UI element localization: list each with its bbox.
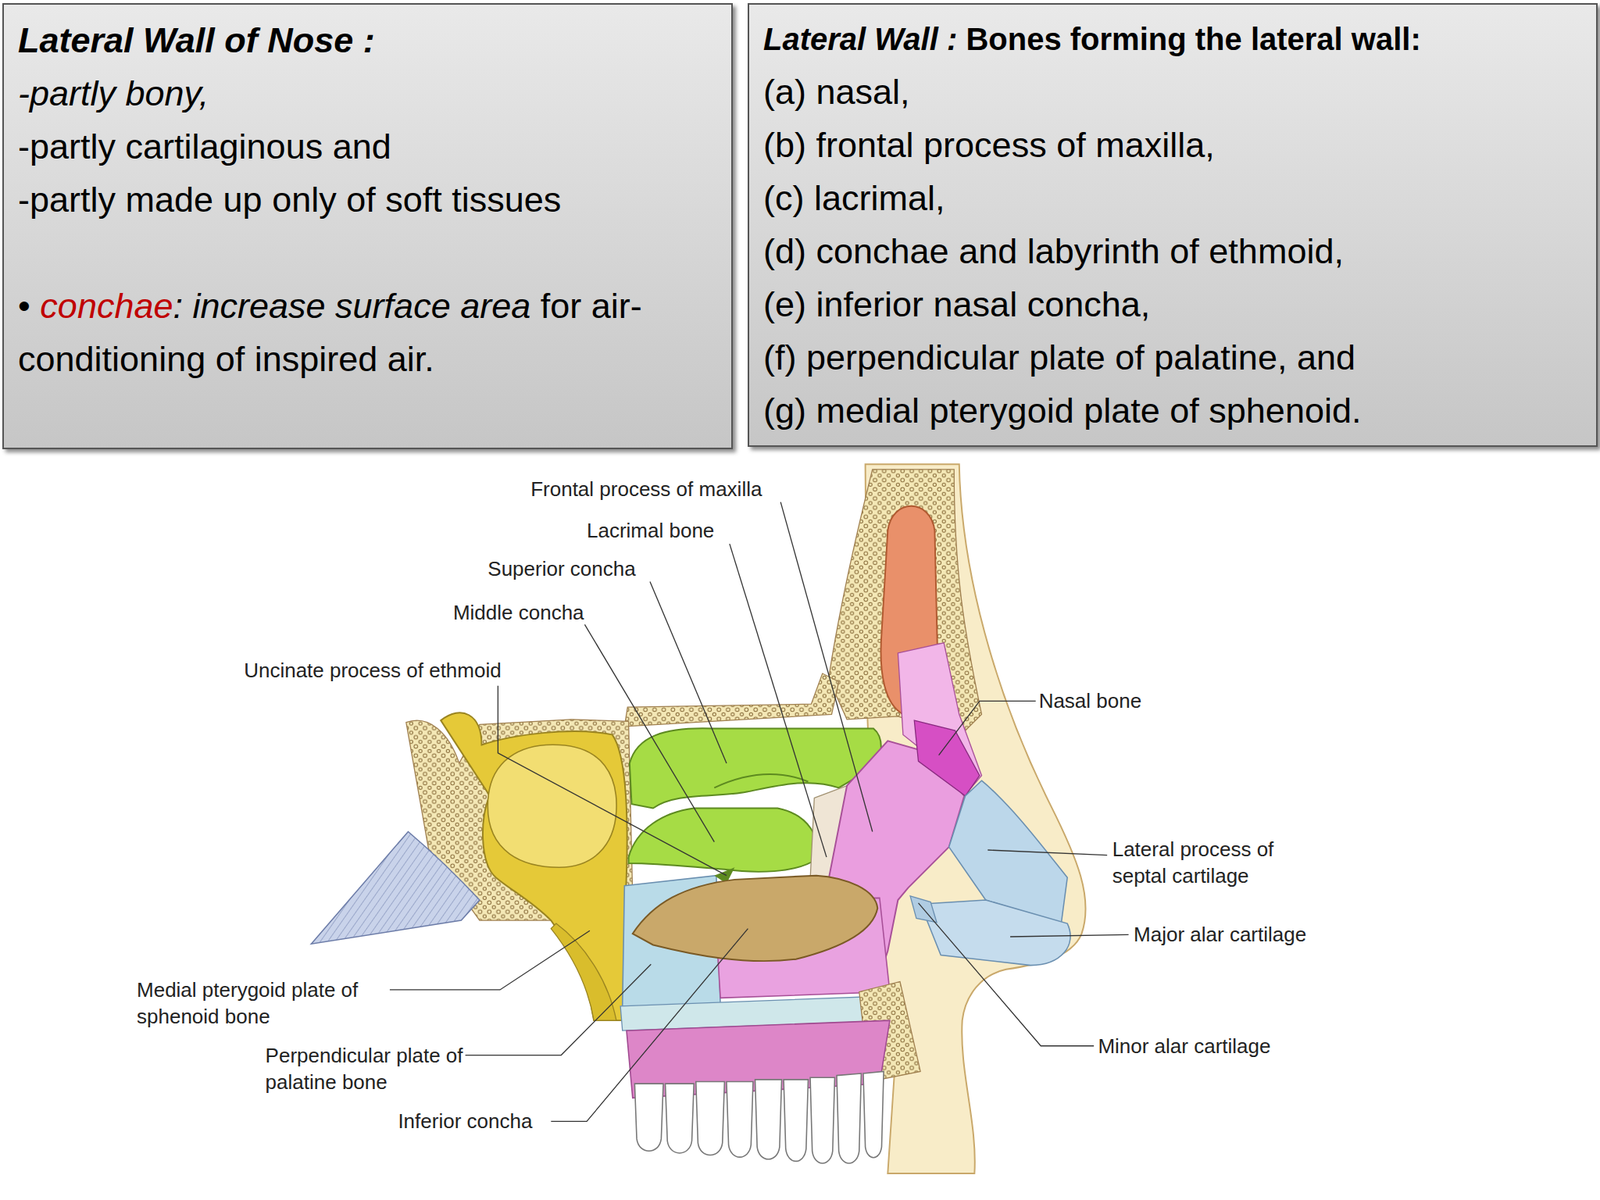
inferior-concha — [632, 875, 878, 961]
list-item: (g) medial pterygoid plate of sphenoid. — [763, 390, 1361, 431]
nasal-bone — [914, 720, 980, 797]
list-item: (a) nasal, — [763, 71, 911, 112]
part-label: Perpendicular plate of palatine bone — [265, 1042, 473, 1096]
text-line: (d) conchae and labyrinth of ethmoid, — [763, 225, 1583, 279]
nasal-cartilages — [910, 780, 1071, 965]
teeth — [755, 1079, 783, 1160]
text-line: (e) inferior nasal concha, — [763, 278, 1583, 332]
sphenoid-bone — [310, 831, 480, 944]
heading-text: Lateral Wall : — [763, 21, 958, 57]
part-label: Middle concha — [453, 599, 585, 626]
part-label: Medial pterygoid plate of sphenoid bone — [136, 976, 395, 1030]
part-label: Major alar cartilage — [1133, 921, 1307, 948]
list-item: (b) frontal process of maxilla, — [763, 125, 1215, 165]
teeth — [726, 1081, 754, 1158]
text-line: (a) nasal, — [763, 65, 1583, 119]
part-label: Lacrimal bone — [586, 517, 715, 544]
part-label: Frontal process of maxilla — [530, 475, 762, 503]
list-item: (c) lacrimal, — [763, 178, 946, 218]
nasal-bone — [897, 642, 982, 797]
text-line: -partly made up only of soft tissues — [17, 173, 718, 227]
teeth — [836, 1073, 861, 1164]
leader-line — [987, 850, 1108, 856]
list-item: (e) inferior nasal concha, — [763, 284, 1150, 325]
body-text: -partly bony, — [17, 73, 209, 114]
text-line: •conchae: increase surface areafor air-c… — [17, 279, 718, 386]
text-panel: Lateral Wall :Bones forming the lateral … — [747, 3, 1598, 447]
cribriform-plate — [624, 673, 839, 727]
list-item: (f) perpendicular plate of palatine, and — [763, 337, 1356, 378]
text-line: Lateral Wall :Bones forming the lateral … — [763, 12, 1583, 66]
body-text: -partly cartilaginous and — [17, 126, 392, 167]
highlight-term: conchae — [39, 285, 173, 326]
leader-line — [729, 543, 827, 858]
teeth — [634, 1083, 664, 1151]
teeth — [696, 1081, 725, 1155]
teeth — [783, 1079, 808, 1161]
text-line: (g) medial pterygoid plate of sphenoid. — [763, 384, 1583, 438]
body-text: : increase surface area — [173, 285, 532, 326]
leader-line — [939, 700, 1036, 755]
text-line: (f) perpendicular plate of palatine, and — [763, 331, 1583, 385]
nasal-bone — [897, 642, 982, 797]
teeth — [634, 1071, 884, 1164]
bullet-mark: • — [17, 285, 31, 326]
teeth — [665, 1083, 695, 1154]
heading-text: Lateral Wall of Nose : — [17, 20, 375, 61]
leader-line — [465, 964, 652, 1055]
sphenoid-bone — [440, 712, 627, 1021]
part-label: Lateral process of septal cartilage — [1112, 835, 1308, 890]
text-line: Lateral Wall of Nose : — [17, 14, 718, 68]
part-label: Inferior concha — [397, 1107, 533, 1135]
sphenoid-bone — [550, 923, 617, 1021]
cribriform-plate — [624, 673, 839, 727]
inferior-concha — [632, 875, 878, 961]
part-label: Minor alar cartilage — [1097, 1032, 1271, 1060]
part-label: Nasal bone — [1039, 687, 1143, 715]
leader-line — [389, 502, 1129, 1122]
text-panel: Lateral Wall of Nose : -partly bony, -part… — [2, 3, 733, 450]
teeth — [810, 1077, 835, 1164]
leader-line — [550, 928, 748, 1122]
body-text: -partly made up only of soft tissues — [17, 179, 561, 220]
leader-line — [1010, 934, 1129, 937]
leader-line — [780, 502, 873, 833]
text-line: -partly cartilaginous and — [17, 120, 718, 174]
leader-line — [389, 930, 590, 990]
leader-line — [497, 685, 727, 876]
teeth — [863, 1071, 884, 1158]
part-label: Superior concha — [487, 555, 636, 583]
ethmoid-conchae — [628, 807, 818, 872]
text-line: (c) lacrimal, — [763, 171, 1583, 225]
text-line: -partly bony, — [17, 67, 718, 121]
leader-line — [650, 581, 727, 763]
leader-line — [918, 903, 1095, 1047]
sphenoid-bone — [310, 712, 633, 1021]
text-line: (b) frontal process of maxilla, — [763, 118, 1583, 172]
heading-text: Bones forming the lateral wall: — [965, 21, 1421, 57]
list-item: (d) conchae and labyrinth of ethmoid, — [763, 231, 1344, 272]
ethmoid-conchae — [714, 774, 808, 788]
leader-line — [584, 624, 715, 842]
nasal-cartilages — [920, 900, 1071, 966]
part-label: Uncinate process of ethmoid — [243, 657, 502, 684]
